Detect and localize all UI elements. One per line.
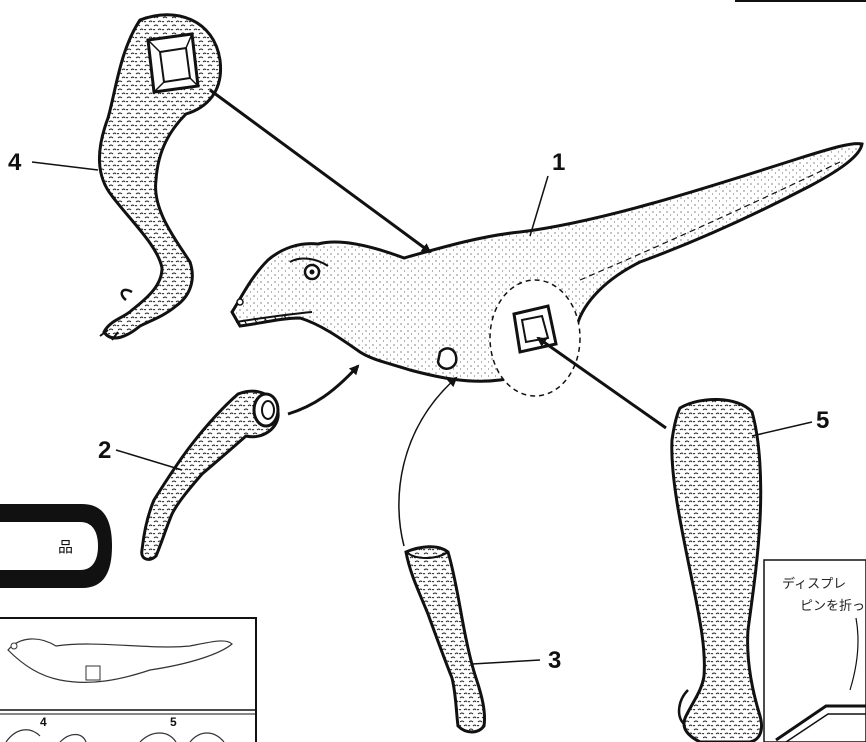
arrow-leg3-to-body — [399, 378, 456, 546]
part-label-3: 3 — [548, 647, 561, 674]
inset-label-4: 4 — [40, 715, 47, 729]
hind-leg-part-5 — [672, 399, 762, 742]
display-stand-note: ディスプレ ピンを折っ — [764, 560, 866, 742]
display-note-line2: ピンを折っ — [800, 599, 865, 614]
front-leg-part-3 — [406, 547, 485, 732]
front-arm-part-2 — [142, 391, 278, 559]
arrow-arm2-to-body — [288, 366, 358, 414]
part-label-5: 5 — [816, 407, 829, 434]
hind-leg-part-4 — [99, 15, 220, 340]
leader-line-5 — [752, 422, 812, 436]
parts-badge: 品 — [0, 504, 112, 588]
badge-text: 品 — [58, 538, 73, 556]
leader-line-2 — [116, 450, 182, 470]
part-label-4: 4 — [8, 149, 22, 176]
part-label-2: 2 — [98, 437, 111, 464]
inset-label-5: 5 — [170, 715, 177, 729]
part-label-1: 1 — [552, 149, 565, 176]
parts-sheet-inset: 4 5 — [0, 618, 256, 742]
leader-line-3 — [472, 660, 540, 664]
arrow-leg4-to-body — [210, 90, 430, 252]
display-note-line1: ディスプレ — [782, 576, 846, 592]
leader-line-4 — [32, 162, 98, 170]
